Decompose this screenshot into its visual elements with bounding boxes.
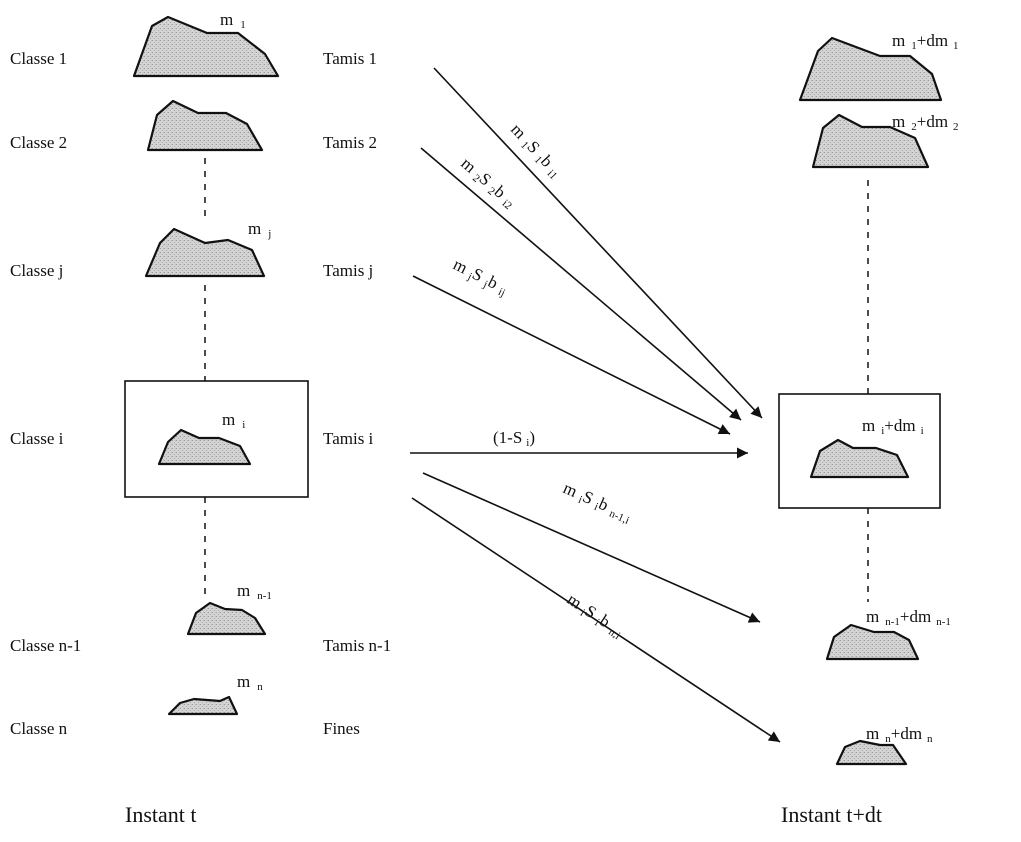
- svg-text:m1: m1: [220, 10, 246, 31]
- rock-right-1: [798, 36, 943, 102]
- fines-label: Fines: [323, 719, 360, 738]
- rock-class-1: [132, 15, 280, 78]
- rock-class-2: [146, 99, 264, 152]
- rock-right-2: [811, 113, 930, 169]
- rock-right-n: [835, 739, 908, 766]
- caption-instant-t: Instant t: [125, 802, 197, 827]
- svg-text:mi: mi: [222, 410, 245, 431]
- sieve-n1-label: Tamis n-1: [323, 636, 391, 655]
- class-i-frame-right: [778, 393, 941, 509]
- arrow-label-n: miSibn,i: [563, 589, 628, 642]
- svg-text:miSibn-1,i: miSibn-1,i: [560, 478, 635, 527]
- svg-text:m1S1bi1: m1S1bi1: [506, 120, 566, 182]
- svg-text:m2S2bi2: m2S2bi2: [456, 154, 520, 213]
- rock-class-n: [167, 695, 239, 716]
- svg-text:mjSjbij: mjSjbij: [449, 255, 511, 300]
- svg-text:(1-Si): (1-Si): [493, 428, 535, 449]
- rock-class-i: [157, 428, 252, 466]
- sieve-1-label: Tamis 1: [323, 49, 377, 68]
- svg-text:mn: mn: [237, 672, 263, 693]
- arrow-label-2: m2S2bi2: [456, 154, 520, 213]
- rock-right-n1: [825, 623, 920, 661]
- svg-text:mn+dmn: mn+dmn: [866, 724, 933, 745]
- svg-text:m1+dm1: m1+dm1: [892, 31, 959, 52]
- rock-class-n1: [186, 601, 267, 636]
- sieve-2-label: Tamis 2: [323, 133, 377, 152]
- arrow-sieve-2: [420, 147, 742, 421]
- rock-right-i: [809, 438, 910, 479]
- arrow-label-1: m1S1bi1: [506, 120, 566, 182]
- class-i-frame: [124, 380, 309, 498]
- arrow-label-n1: miSibn-1,i: [560, 478, 635, 527]
- class-1-label: Classe 1: [10, 49, 67, 68]
- svg-text:mi+dmi: mi+dmi: [862, 416, 924, 437]
- arrow-label-j: mjSjbij: [449, 255, 511, 300]
- svg-text:mj: mj: [248, 219, 271, 240]
- arrow-sieve-j: [412, 275, 731, 435]
- svg-text:miSibn,i: miSibn,i: [563, 589, 628, 642]
- sieve-i-label: Tamis i: [323, 429, 374, 448]
- svg-text:mn-1: mn-1: [237, 581, 272, 602]
- class-2-label: Classe 2: [10, 133, 67, 152]
- sieve-j-label: Tamis j: [323, 261, 373, 280]
- caption-instant-t-dt: Instant t+dt: [781, 802, 882, 827]
- class-i-label: Classe i: [10, 429, 64, 448]
- arrow-n1: [422, 472, 761, 623]
- arrow-n: [411, 497, 781, 743]
- arrow-sieve-1: [433, 67, 763, 419]
- rock-class-j: [144, 227, 266, 278]
- svg-text:mn-1+dmn-1: mn-1+dmn-1: [866, 607, 951, 628]
- class-j-label: Classe j: [10, 261, 63, 280]
- class-n1-label: Classe n-1: [10, 636, 81, 655]
- class-n-label: Classe n: [10, 719, 68, 738]
- svg-text:m2+dm2: m2+dm2: [892, 112, 959, 133]
